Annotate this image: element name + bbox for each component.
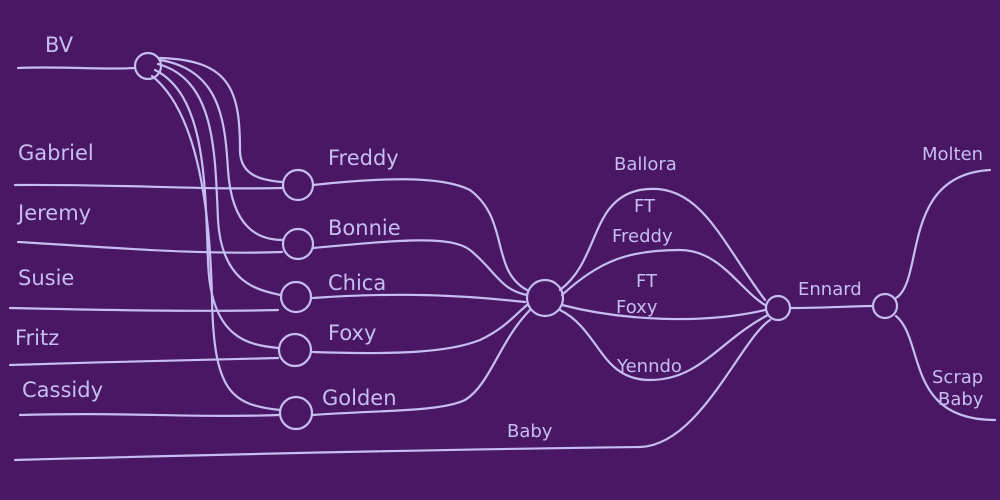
label-ft-foxy-top: FT	[636, 271, 658, 292]
label-gabriel: Gabriel	[18, 141, 94, 165]
label-chica: Chica	[328, 271, 386, 295]
label-ennard: Ennard	[798, 279, 862, 300]
node-foxy	[277, 332, 313, 368]
label-yenndo: Yenndo	[616, 356, 682, 377]
node-ennard-in	[764, 294, 792, 322]
label-cassidy: Cassidy	[22, 378, 103, 402]
label-golden: Golden	[322, 386, 397, 410]
label-freddy: Freddy	[328, 146, 399, 170]
label-baby: Baby	[507, 421, 553, 442]
label-ballora: Ballora	[614, 154, 677, 175]
node-chica	[279, 280, 313, 314]
node-bonnie	[281, 227, 315, 261]
label-ft-freddy: Freddy	[612, 226, 673, 247]
label-scrap: Scrap	[932, 367, 983, 388]
label-jeremy: Jeremy	[16, 201, 91, 225]
label-scrap-baby: Baby	[938, 389, 984, 410]
node-ennard-out	[871, 292, 899, 320]
node-bv	[133, 51, 163, 81]
labels: BV Gabriel Jeremy Susie Fritz Cassidy Fr…	[15, 33, 984, 442]
label-ft-freddy-top: FT	[634, 196, 656, 217]
label-ft-foxy: Foxy	[616, 297, 658, 318]
label-bonnie: Bonnie	[328, 216, 401, 240]
label-bv: BV	[45, 33, 74, 57]
node-freddy	[281, 168, 315, 202]
label-fritz: Fritz	[15, 326, 59, 350]
nodes	[133, 51, 899, 431]
label-foxy: Foxy	[328, 321, 376, 345]
node-golden	[278, 395, 314, 431]
label-molten: Molten	[922, 144, 983, 165]
node-hub	[525, 278, 565, 318]
label-susie: Susie	[18, 266, 74, 290]
connections	[8, 56, 997, 462]
